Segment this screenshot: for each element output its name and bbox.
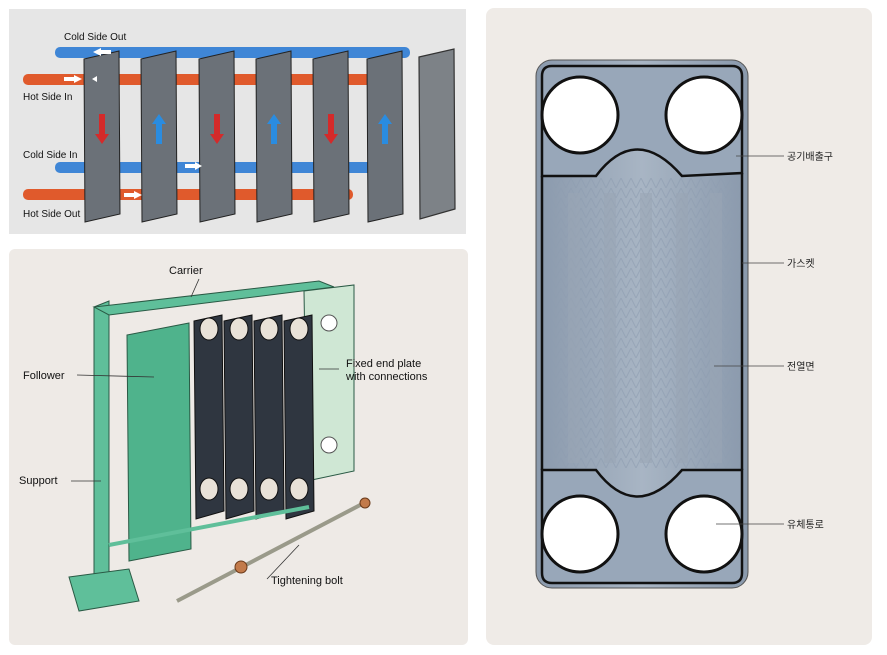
follower [126, 322, 192, 562]
cold-flow-arrow [267, 114, 281, 144]
carrier-beam [92, 280, 335, 316]
hot-flow-arrow [324, 114, 338, 144]
plate-port [289, 477, 309, 501]
port-top-right [664, 75, 744, 155]
plate-photo-panel: 공기배출구 가스켓 전열면 유체통로 [486, 8, 872, 645]
label-fixed-end-plate-2: with connections [345, 371, 428, 383]
plate-stack [83, 50, 404, 223]
label-air-vent: 공기배출구 [787, 151, 833, 163]
bolt-head [359, 497, 371, 509]
plate-pack [193, 314, 315, 520]
leader-lines [714, 155, 784, 525]
port-bottom [320, 436, 338, 454]
plate-port [199, 317, 219, 341]
port-bottom-right [664, 494, 744, 574]
end-plate [418, 48, 456, 220]
label-hot-side-in: Hot Side In [23, 92, 72, 103]
tightening-bolt [176, 501, 365, 603]
plate-port [229, 317, 249, 341]
plate-port [229, 477, 249, 501]
assembly-diagram-panel: Carrier Follower Fixed end plate with co… [9, 249, 468, 645]
cold-flow-arrow [378, 114, 392, 144]
hot-out-pipe [23, 189, 353, 200]
port-top-left [540, 75, 620, 155]
support-foot [68, 568, 140, 612]
label-heat-transfer-surface: 전열면 [787, 361, 815, 373]
assembly-diagram: Carrier Follower Fixed end plate with co… [19, 265, 428, 612]
assembly-plate [223, 314, 255, 520]
flow-diagram-panel: Cold Side Out Hot Side In Cold Side In H… [9, 9, 466, 234]
plate-port [289, 317, 309, 341]
plate-port [199, 477, 219, 501]
flow-diagram: Cold Side Out Hot Side In Cold Side In H… [23, 32, 456, 223]
label-support: Support [19, 475, 58, 487]
flow-arrows [64, 48, 202, 199]
label-cold-side-in: Cold Side In [23, 150, 77, 161]
cold-flow-arrow [152, 114, 166, 144]
label-hot-side-out: Hot Side Out [23, 209, 80, 220]
label-tightening-bolt: Tightening bolt [271, 575, 343, 587]
plate-port [259, 317, 279, 341]
assembly-plate [283, 314, 315, 520]
plate-port [259, 477, 279, 501]
bottom-guide-bar [108, 505, 310, 547]
label-cold-side-out: Cold Side Out [64, 32, 126, 43]
hot-flow-arrow [210, 114, 224, 144]
label-gasket: 가스켓 [787, 258, 815, 270]
hot-flow-arrow [95, 114, 109, 144]
label-flow-channel: 유체통로 [787, 519, 824, 531]
leader-lines [71, 278, 339, 580]
label-carrier: Carrier [169, 265, 203, 277]
assembly-plate [193, 314, 225, 520]
port-top [320, 314, 338, 332]
port-bottom-left [540, 494, 620, 574]
support-leg [93, 300, 110, 602]
label-follower: Follower [23, 370, 65, 382]
bolt-nut [234, 560, 248, 574]
plate-stripes [568, 193, 722, 463]
plate-photo: 공기배출구 가스켓 전열면 유체통로 [535, 59, 833, 589]
label-fixed-end-plate-1: Fixed end plate [346, 358, 421, 370]
